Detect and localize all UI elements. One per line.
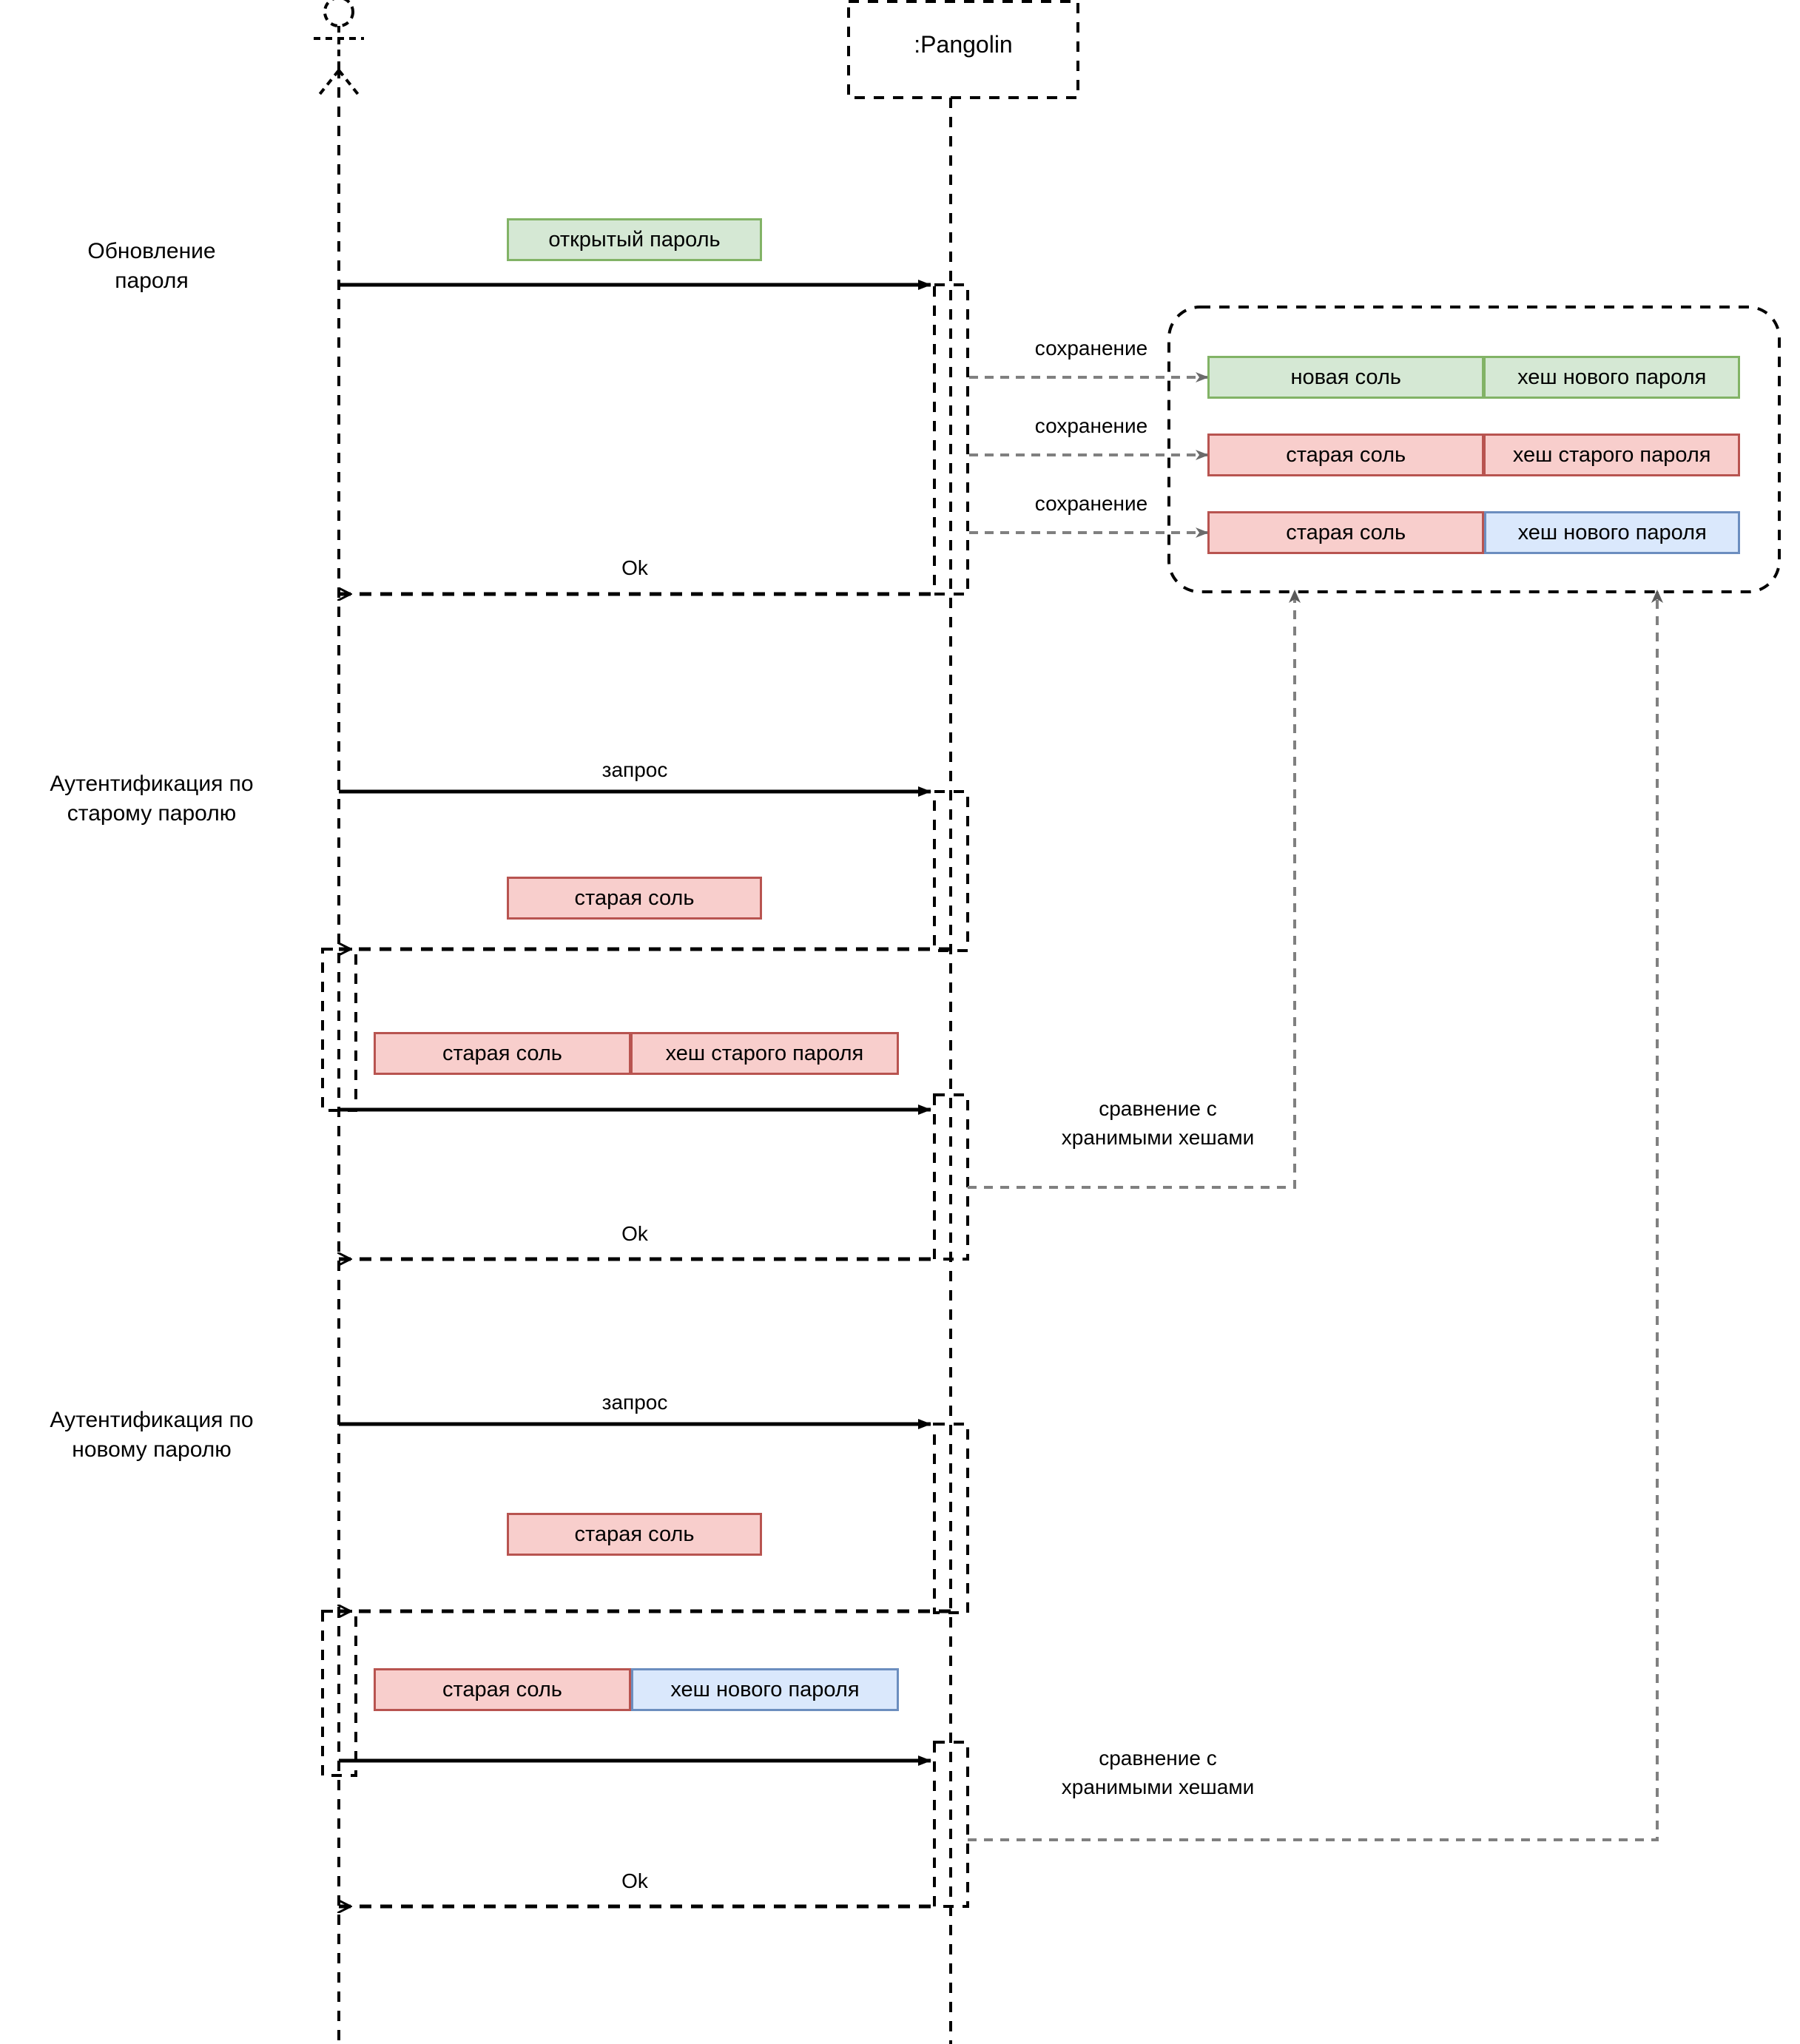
record-cell-salt: старая соль xyxy=(1207,511,1485,554)
payload-cell-hash: хеш нового пароля xyxy=(630,1668,899,1711)
record-cell-salt: новая соль xyxy=(1207,356,1485,399)
payload-old-salt-1: старая соль xyxy=(507,877,762,920)
payload-old-salt-2: старая соль xyxy=(507,1513,762,1556)
payload-cell-salt: старая соль xyxy=(374,1032,631,1075)
message-label-ok-1: Ok xyxy=(621,556,648,579)
actor-activation-2 xyxy=(321,1610,357,1777)
actor-activation-1 xyxy=(321,948,357,1112)
pangolin-activation-5 xyxy=(933,1741,969,1908)
message-label-ok-2: Ok xyxy=(621,1222,648,1245)
payload-cell-hash: хеш старого пароля xyxy=(630,1032,899,1075)
pangolin-lifeline-box xyxy=(847,0,1079,99)
payload-old-salt-hash-new: старая соль хеш нового пароля xyxy=(374,1668,899,1711)
message-label-request-1: запрос xyxy=(601,758,668,781)
payload-open-password: открытый пароль xyxy=(507,218,762,261)
storage-record-old: старая соль хеш старого пароля xyxy=(1207,434,1740,476)
pangolin-activation-4 xyxy=(933,1423,969,1614)
message-label-save-3: сохранение xyxy=(1034,492,1148,515)
record-cell-hash: хеш нового пароля xyxy=(1484,356,1740,399)
message-label-request-2: запрос xyxy=(601,1391,668,1414)
note-compare-1: сравнение с хранимыми хешами xyxy=(1061,1097,1255,1149)
compare-connector-1 xyxy=(968,590,1301,1189)
record-cell-hash: хеш старого пароля xyxy=(1484,434,1740,476)
storage-record-new: новая соль хеш нового пароля xyxy=(1207,356,1740,399)
lifeline-title-pangolin: :Pangolin xyxy=(914,31,1013,58)
actor-stick-figure xyxy=(314,0,364,98)
storage-container xyxy=(1167,306,1781,593)
payload-cell-salt: старая соль xyxy=(374,1668,631,1711)
message-label-ok-3: Ok xyxy=(621,1869,648,1892)
message-label-save-1: сохранение xyxy=(1034,337,1148,360)
payload-cell: старая соль xyxy=(507,1513,762,1556)
record-cell-hash: хеш нового пароля xyxy=(1484,511,1740,554)
note-compare-2: сравнение с хранимыми хешами xyxy=(1061,1747,1255,1798)
storage-record-mixed: старая соль хеш нового пароля xyxy=(1207,511,1740,554)
payload-cell: открытый пароль xyxy=(507,218,762,261)
compare-connector-2 xyxy=(968,590,1663,1841)
message-label-save-2: сохранение xyxy=(1034,414,1148,437)
payload-cell: старая соль xyxy=(507,877,762,920)
record-cell-salt: старая соль xyxy=(1207,434,1485,476)
pangolin-activation-3 xyxy=(933,1093,969,1261)
payload-old-salt-hash-old: старая соль хеш старого пароля xyxy=(374,1032,899,1075)
